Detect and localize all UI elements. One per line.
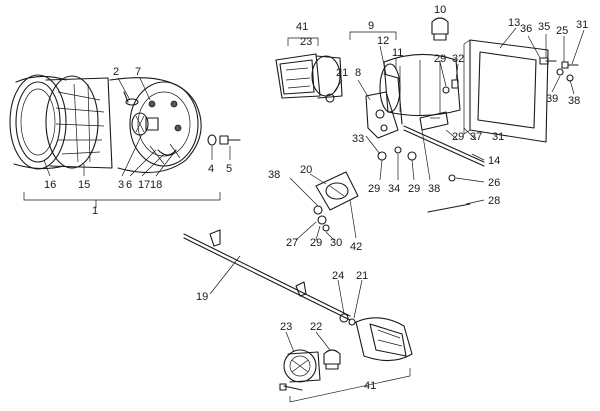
callout-38-b: 38	[428, 183, 440, 195]
callout-32: 32	[452, 53, 464, 65]
tail-bulb	[431, 17, 449, 41]
reflector-screws	[313, 205, 330, 232]
callout-23-top: 23	[300, 36, 312, 48]
headlight-lens	[45, 75, 113, 169]
callout-1: 1	[92, 205, 98, 217]
callout-12: 12	[377, 35, 389, 47]
callout-16: 16	[44, 179, 56, 191]
callout-13: 13	[508, 17, 520, 29]
group-bracket-9	[349, 31, 397, 40]
reflector-plate	[315, 171, 359, 211]
callout-38-c: 38	[568, 95, 580, 107]
callout-29-d: 29	[408, 183, 420, 195]
callout-37: 37	[470, 131, 482, 143]
turn-signal-fasteners	[279, 313, 356, 391]
callout-labels: 1 2 3 4 5 6 7 8 9 10 11 12 13 14 15 16 1…	[44, 4, 588, 392]
headlight-bulb	[123, 91, 159, 136]
callout-6: 6	[126, 179, 132, 191]
callout-33: 33	[352, 133, 364, 145]
headlight-mounting-bolt	[207, 134, 241, 146]
callout-31-a: 31	[576, 19, 588, 31]
callout-19: 19	[196, 291, 208, 303]
callout-5: 5	[226, 163, 232, 175]
turn-signal-housing	[355, 317, 413, 362]
callout-2: 2	[113, 66, 119, 78]
tail-light-housing	[379, 53, 461, 117]
callout-21-bottom: 21	[356, 270, 368, 282]
callout-9: 9	[368, 20, 374, 32]
rear-lamp-body	[311, 55, 343, 103]
callout-29-a: 29	[434, 53, 446, 65]
callout-25: 25	[556, 25, 568, 37]
callout-7: 7	[135, 66, 141, 78]
turn-signal-bulb	[323, 349, 341, 370]
callout-28: 28	[488, 195, 500, 207]
callout-4: 4	[208, 163, 214, 175]
rear-lamp-lens	[275, 53, 321, 99]
tail-light-bracket	[365, 73, 403, 139]
callout-21-top: 21	[336, 67, 348, 79]
callout-31-b: 31	[492, 131, 504, 143]
callout-38-a: 38	[268, 169, 280, 181]
callout-39: 39	[546, 93, 558, 105]
callout-41-top: 41	[296, 21, 308, 33]
leader-lines	[43, 27, 585, 353]
callout-10: 10	[434, 4, 446, 16]
callout-30: 30	[330, 237, 342, 249]
callout-23-bottom: 23	[280, 321, 292, 333]
headlight-housing	[109, 77, 202, 173]
callout-11: 11	[392, 47, 403, 59]
callout-29-b: 29	[452, 131, 464, 143]
callout-20: 20	[300, 164, 312, 176]
callout-17: 17	[138, 179, 150, 191]
small-fasteners-rear	[377, 79, 459, 161]
callout-22: 22	[310, 321, 322, 333]
callout-27: 27	[286, 237, 298, 249]
license-plate-frame	[463, 39, 549, 143]
group-bracket-41-top	[287, 37, 319, 46]
callout-41-bottom: 41	[364, 380, 376, 392]
group-bracket-41-bottom	[289, 368, 411, 403]
group-bracket-1	[23, 192, 221, 208]
callout-42: 42	[350, 241, 362, 253]
callout-35: 35	[538, 21, 550, 33]
callout-36: 36	[520, 23, 532, 35]
turn-signal-lens	[283, 349, 321, 383]
callout-29-c: 29	[368, 183, 380, 195]
callout-14: 14	[488, 155, 500, 167]
callout-18: 18	[150, 179, 162, 191]
turn-signal-bar	[183, 229, 351, 321]
headlight-rim	[9, 74, 67, 170]
callout-29-e: 29	[310, 237, 322, 249]
callout-26: 26	[488, 177, 500, 189]
callout-24: 24	[332, 270, 344, 282]
callout-34: 34	[388, 183, 400, 195]
support-rod	[403, 111, 485, 167]
callout-8: 8	[355, 67, 361, 79]
callout-15: 15	[78, 179, 90, 191]
callout-3: 3	[118, 179, 124, 191]
reflector-pin	[427, 174, 471, 213]
